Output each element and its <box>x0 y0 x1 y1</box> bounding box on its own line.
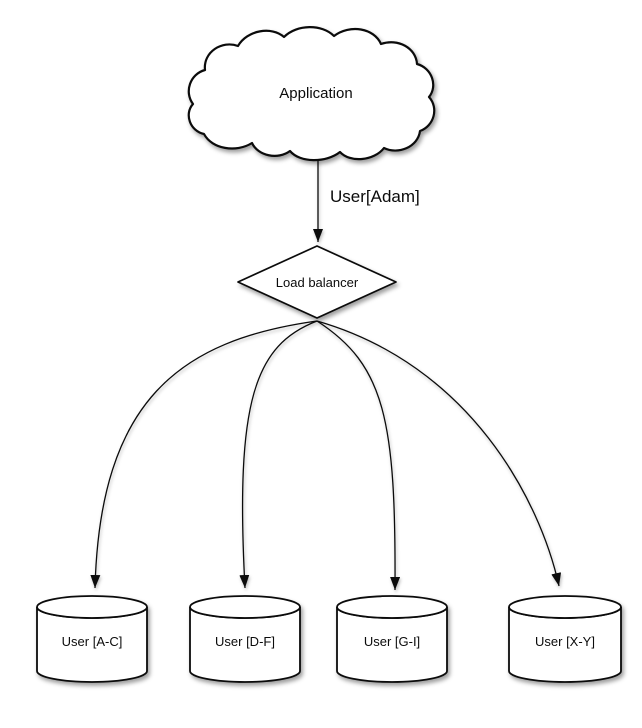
shard-label: User [A-C] <box>62 634 123 649</box>
cloud-icon <box>187 26 436 162</box>
shard-node-x-y: User [X-Y] <box>508 595 622 683</box>
shard-label: User [G-I] <box>364 634 420 649</box>
application-node: Application <box>187 26 436 162</box>
load-balancer-node: Load balancer <box>237 245 397 319</box>
application-label: Application <box>279 85 352 102</box>
load-balancer-label: Load balancer <box>276 275 359 290</box>
shard-node-a-c: User [A-C] <box>36 595 148 683</box>
database-cylinder-top <box>189 595 301 619</box>
shard-label: User [D-F] <box>215 634 275 649</box>
edge-arrow-loadbalancer-to-shard-x-y <box>316 320 562 587</box>
edges <box>90 159 562 591</box>
edge-arrow-loadbalancer-to-shard-d-f <box>239 320 318 589</box>
shard-node-g-i: User [G-I] <box>336 595 448 683</box>
edge-arrow-loadbalancer-to-shard-g-i <box>316 320 401 591</box>
shard-node-d-f: User [D-F] <box>189 595 301 683</box>
database-cylinder-top <box>508 595 622 619</box>
database-cylinder-top <box>336 595 448 619</box>
edge-arrow-loadbalancer-to-shard-a-c <box>90 320 318 589</box>
edge-label-user-adam: User[Adam] <box>330 187 420 206</box>
diamond-icon <box>237 245 397 319</box>
database-cylinder-top <box>36 595 148 619</box>
shard-label: User [X-Y] <box>535 634 595 649</box>
